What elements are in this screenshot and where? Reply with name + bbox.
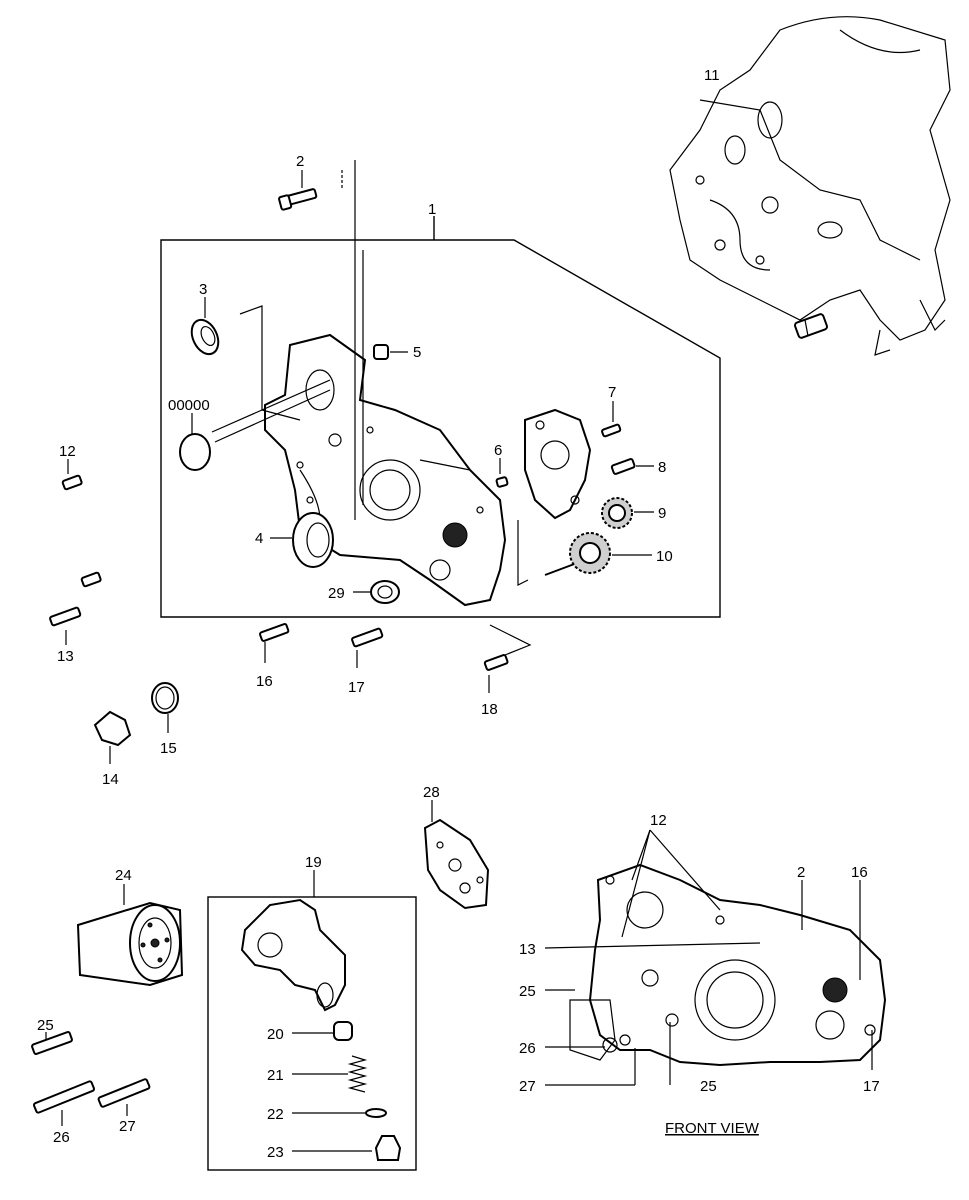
callout-4: 4 — [255, 530, 263, 547]
bolts-part-13 — [49, 571, 102, 627]
gasket-part-28 — [423, 818, 490, 910]
front-callout-17: 17 — [863, 1078, 880, 1095]
callout-28: 28 — [423, 784, 440, 801]
callout-7: 7 — [608, 384, 616, 401]
callout-25: 25 — [37, 1017, 54, 1034]
oil-pump-case — [264, 333, 507, 607]
seal-part-29 — [370, 580, 400, 604]
callout-3: 3 — [199, 281, 207, 298]
bolt-part-18 — [483, 654, 509, 671]
timing-case-bolt — [794, 313, 828, 339]
front-view-assembly — [569, 863, 887, 1067]
o-ring-part-15 — [151, 682, 179, 714]
bolt-part-17 — [351, 627, 384, 648]
front-callout-26: 26 — [519, 1040, 536, 1057]
callout-15: 15 — [160, 740, 177, 757]
front-callout-25b: 25 — [700, 1078, 717, 1095]
bolt-part-2 — [278, 188, 318, 211]
plug-part-00000 — [179, 433, 211, 471]
gear-part-9 — [601, 497, 633, 529]
callout-21: 21 — [267, 1067, 284, 1084]
plunger-part-20 — [333, 1021, 353, 1041]
oil-pressure-relief-box — [207, 896, 417, 1171]
spring-part-21 — [347, 1055, 368, 1093]
callout-13: 13 — [57, 648, 74, 665]
callout-19: 19 — [305, 854, 322, 871]
bolt-part-8 — [610, 458, 636, 475]
front-callout-12: 12 — [650, 812, 667, 829]
callout-20: 20 — [267, 1026, 284, 1043]
gasket-part-14 — [93, 710, 132, 747]
washer-part-22 — [365, 1108, 387, 1118]
front-callout-2: 2 — [797, 864, 805, 881]
callout-1: 1 — [428, 201, 436, 218]
relief-valve-housing — [240, 898, 346, 1012]
dowel-part-5 — [373, 344, 389, 360]
callout-17: 17 — [348, 679, 365, 696]
callout-9: 9 — [658, 505, 666, 522]
oil-pump-case-assembly-box — [160, 239, 721, 618]
callout-5: 5 — [413, 344, 421, 361]
plug-part-23 — [374, 1135, 402, 1161]
callout-2: 2 — [296, 153, 304, 170]
callout-10: 10 — [656, 548, 673, 565]
front-view-caption: FRONT VIEW — [665, 1120, 760, 1137]
oil-filter-part-24 — [76, 901, 184, 987]
oil-seal-part-4 — [292, 512, 334, 568]
bolt-part-16 — [259, 623, 290, 642]
front-callout-25a: 25 — [519, 983, 536, 1000]
callout-14: 14 — [102, 771, 119, 788]
callout-6: 6 — [494, 442, 502, 459]
front-callout-16: 16 — [851, 864, 868, 881]
callout-22: 22 — [267, 1106, 284, 1123]
bolt-part-12 — [61, 474, 83, 491]
callout-29: 29 — [328, 585, 345, 602]
callout-26: 26 — [53, 1129, 70, 1146]
callout-11: 11 — [704, 67, 720, 84]
pin-part-6 — [495, 476, 509, 488]
callout-00000: 00000 — [168, 397, 210, 414]
oil-seal-part-3 — [190, 318, 220, 356]
callout-24: 24 — [115, 867, 132, 884]
callout-23: 23 — [267, 1144, 284, 1161]
callout-18: 18 — [481, 701, 498, 718]
callout-8: 8 — [658, 459, 666, 476]
callout-27: 27 — [119, 1118, 136, 1135]
gear-shaft-part-10 — [544, 532, 611, 576]
front-callout-27: 27 — [519, 1078, 536, 1095]
timing-case-gasket — [669, 16, 951, 356]
callout-16: 16 — [256, 673, 273, 690]
front-callout-13: 13 — [519, 941, 536, 958]
bolt-part-27 — [97, 1078, 151, 1108]
bolt-part-26 — [32, 1080, 96, 1114]
screw-part-7 — [601, 423, 622, 438]
callout-12: 12 — [59, 443, 76, 460]
bolt-part-25 — [31, 1031, 73, 1055]
oil-pump-cover — [524, 408, 592, 520]
